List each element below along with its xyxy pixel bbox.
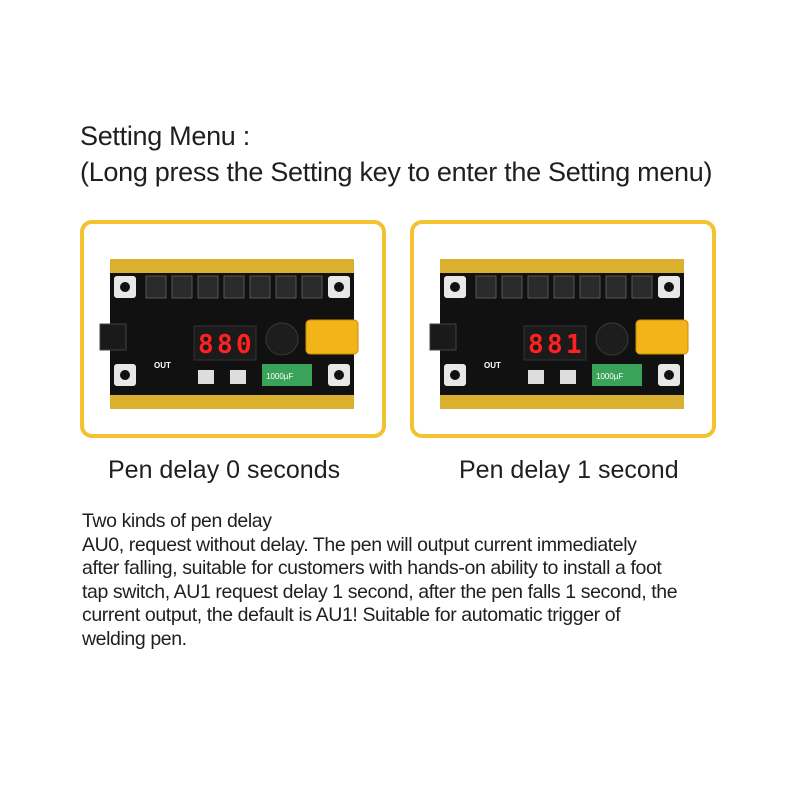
page-heading: Setting Menu : (Long press the Setting k… bbox=[80, 118, 712, 190]
top-copper-strip bbox=[440, 259, 684, 273]
bottom-copper-strip bbox=[110, 395, 354, 409]
capacitor-label: 1000µF bbox=[596, 372, 623, 381]
xt60-connector bbox=[305, 319, 359, 355]
buzzer bbox=[265, 322, 299, 356]
description-line-5: current output, the default is AU1! Suit… bbox=[82, 604, 621, 626]
caption-pen-delay-0: Pen delay 0 seconds bbox=[108, 456, 341, 484]
panel-pen-delay-0: 8 8 0 1000µF OUT bbox=[80, 220, 386, 438]
description-line-1: Two kinds of pen delay bbox=[82, 510, 272, 532]
description-line-4: tap switch, AU1 request delay 1 second, … bbox=[82, 580, 678, 603]
led-digit-2: 8 bbox=[217, 330, 233, 360]
adjust-key[interactable] bbox=[230, 370, 246, 384]
panel-pen-delay-1: 8 8 1 1000µF OUT bbox=[410, 220, 716, 438]
description-line-3: after falling, suitable for customers wi… bbox=[82, 557, 662, 579]
out-label: OUT bbox=[154, 361, 171, 370]
spot-welder-board-image: 8 8 0 1000µF OUT bbox=[99, 259, 359, 409]
led-digit-1: 8 bbox=[198, 330, 214, 360]
caption-pen-delay-1: Pen delay 1 second bbox=[459, 456, 679, 484]
led-digit-3: 0 bbox=[236, 330, 252, 360]
led-display bbox=[193, 325, 257, 361]
capacitor bbox=[592, 364, 642, 386]
spot-welder-board-image: 8 8 1 1000µF OUT bbox=[429, 259, 689, 409]
description-line-6: welding pen. bbox=[82, 627, 187, 650]
setting-key[interactable] bbox=[528, 370, 544, 384]
description-line-2: AU0, request without delay. The pen will… bbox=[82, 533, 637, 556]
led-display bbox=[523, 325, 587, 361]
led-digit-1: 8 bbox=[528, 330, 544, 360]
capacitor bbox=[262, 364, 312, 386]
led-digit-3: 1 bbox=[566, 330, 582, 360]
bottom-copper-strip bbox=[440, 395, 684, 409]
dc-jack bbox=[99, 323, 127, 351]
led-digit-2: 8 bbox=[547, 330, 563, 360]
top-copper-strip bbox=[110, 259, 354, 273]
buzzer bbox=[595, 322, 629, 356]
xt60-connector bbox=[635, 319, 689, 355]
description-text: Two kinds of pen delay AU0, request with… bbox=[82, 510, 722, 651]
capacitor-label: 1000µF bbox=[266, 372, 293, 381]
mosfet-row bbox=[475, 275, 653, 299]
dc-jack bbox=[429, 323, 457, 351]
out-label: OUT bbox=[484, 361, 501, 370]
setting-key[interactable] bbox=[198, 370, 214, 384]
heading-subtitle: (Long press the Setting key to enter the… bbox=[80, 157, 713, 187]
heading-title: Setting Menu : bbox=[80, 121, 250, 151]
adjust-key[interactable] bbox=[560, 370, 576, 384]
mosfet-row bbox=[145, 275, 323, 299]
